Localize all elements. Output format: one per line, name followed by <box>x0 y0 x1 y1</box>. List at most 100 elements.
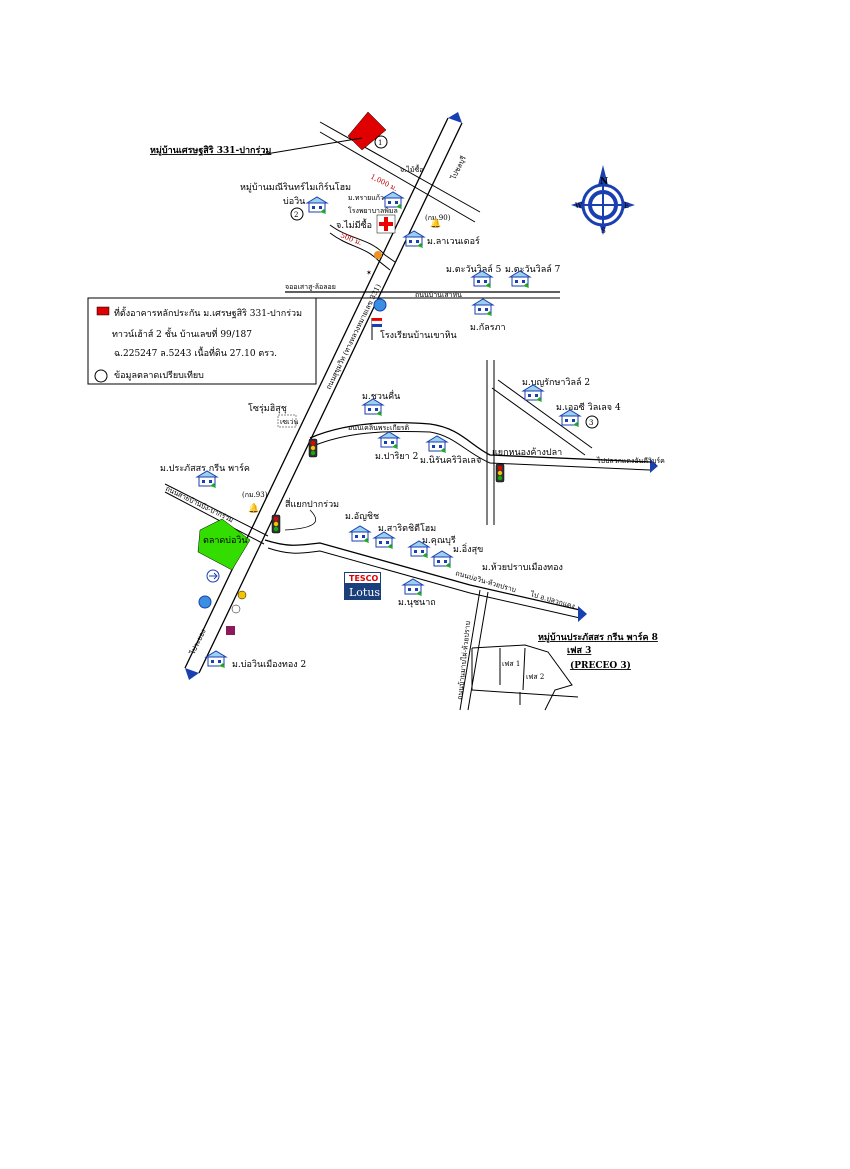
school-badge-icon <box>373 298 387 312</box>
house-icon <box>403 230 425 249</box>
boonrak2-label: ม.บุญรักษาวิลล์ 2 <box>522 376 590 388</box>
yaek-nong-kha-label: แยกหนองค้างปลา <box>492 447 562 458</box>
house-icon <box>373 531 395 550</box>
road-left-branch <box>164 483 269 537</box>
to-rayong-label: ไประยอง <box>187 627 207 656</box>
compass-e: E <box>624 202 629 210</box>
arrow-south-icon <box>185 668 199 680</box>
lavender-label: ม.ลาเวนเดอร์ <box>427 235 480 247</box>
nirankra-label: ม.นิรันคริวิลเลจ <box>420 455 481 466</box>
village-monsin-label: หมู่บ้านมณีรินทร์ไมเกิร์นโฮม <box>240 181 351 193</box>
road-south <box>459 589 481 711</box>
shell-station-icon <box>237 590 247 600</box>
road-nong-kham <box>309 422 651 463</box>
house-icon <box>472 298 494 317</box>
police-label: โซรุ่มฮิสุชุ <box>248 403 287 414</box>
gas-station-icon <box>374 251 382 259</box>
nuchnart-label: ม.นุชนาถ <box>398 598 436 608</box>
bell-icon: 🔔 <box>430 218 441 229</box>
legend: ที่ตั้งอาคารหลักประกัน ม.เศรษฐสิริ 331-ป… <box>87 297 317 385</box>
house-icon <box>426 435 448 454</box>
kantara-label: ม.กัลรภา <box>470 323 506 333</box>
chuankhun-label: ม.ชวนคื่น <box>362 389 400 402</box>
house-icon <box>431 550 453 569</box>
traffic-light-icon <box>308 438 318 458</box>
village-331-label: หมู่บ้านเศรษฐสิริ 331-ปากร่วม <box>150 145 271 156</box>
kucchuri-label: ม.คุณบุรี <box>422 535 456 546</box>
badge-icon <box>198 595 212 609</box>
school-label: โรงเรียนบ้านเขาหิน <box>380 330 457 341</box>
road-east-lower <box>264 539 581 611</box>
main-road-label: ถนนสุขุมวิท (ทางหลวงหมายเลข 331) <box>325 283 383 391</box>
tawan7-label: ม.ตะวันวิลล์ 7 <box>505 263 561 275</box>
tesco-text: TESCO <box>349 574 379 583</box>
tawan5-label: ม.ตะวันวิลล์ 5 <box>446 263 502 275</box>
market-label: ตลาดบ่อวิน <box>203 535 248 546</box>
sanamchai-road-label: จออเสาสู-ล้อลอย <box>285 283 336 291</box>
police-box-icon <box>277 414 297 428</box>
seven-icon <box>231 604 241 614</box>
legend-site-swatch <box>96 306 110 316</box>
site-marker <box>347 111 387 151</box>
huaypra-label: ม.ห้วยปราบเมืองทอง <box>482 562 563 573</box>
south-road-label: ถนนบ้านมาบไผ่-ห้วยปราบ <box>455 621 472 701</box>
compass-w: W <box>575 202 583 210</box>
hospital-label: โรงพยาบาลพิมล <box>348 206 398 215</box>
pracha-park-label: ม.ประภัสสร กรีน พาร์ค <box>160 462 250 474</box>
hospital-icon <box>376 214 396 234</box>
marker-3: 3 <box>589 419 593 427</box>
bo-win-label: บ่อวิน <box>283 196 305 207</box>
phase-layout <box>471 644 579 711</box>
ekachai-road-label: ถนนสายบ้านบึง-ปากร่วม <box>164 484 235 525</box>
road-north-left-2 <box>319 131 476 223</box>
ingsuk-label: ม.อิ่งสุข <box>453 542 483 555</box>
hospital-sub-label: ม.ทรายแก้ว <box>348 194 384 202</box>
phase3-label: เฟส 3 <box>567 645 591 656</box>
house-icon <box>306 196 328 215</box>
traffic-light-icon <box>495 463 505 483</box>
dist-1000-label: 1,000 ม. <box>369 173 399 193</box>
km90-label: (กม.90) <box>425 214 451 222</box>
road-north-left <box>319 121 481 213</box>
km93-label: (กม.93) <box>242 491 268 499</box>
to-pluakdaeng-top-label: ไปปลวกแดงอันคีวิบุร์ค <box>596 456 665 465</box>
legend-line-1: ที่ตั้งอาคารหลักประกัน ม.เศรษฐสิริ 331-ป… <box>114 306 302 319</box>
nong-kham-label: อนนเคลินพระเกียรติ <box>348 424 410 432</box>
anyarin-label: ม.อัญชิช <box>345 511 379 522</box>
legend-circle-icon <box>94 369 108 383</box>
compass-s: S <box>601 227 606 235</box>
pariya2-label: ม.ปาริยา 2 <box>375 451 418 462</box>
bell-icon-2: 🔔 <box>248 503 259 514</box>
ac4-label: ม.เออซี วิลเลจ 4 <box>556 402 621 413</box>
phase2-label: เฟส 2 <box>526 673 544 681</box>
site-number: 1 <box>378 139 382 147</box>
shell-icon: ✶ <box>366 269 372 277</box>
house-icon <box>402 578 424 597</box>
to-chonburi-label: ไปชลบุรี <box>448 154 468 182</box>
praphat8-label: หมู่บ้านประภัสสร กรีน พาร์ค 8 <box>538 631 658 643</box>
house-icon <box>349 525 371 544</box>
legend-line-4: ข้อมูลตลาดเปรียบเทียบ <box>114 370 204 381</box>
tesco-lotus-logo: TESCO Lotus <box>344 572 381 600</box>
site-circle <box>374 135 388 149</box>
preceo3-label: (PRECEO 3) <box>570 660 631 671</box>
banbueng-road-label: ถนนบ้านเสาหิน <box>415 291 462 299</box>
saritsiti-label: ม.สาริตชิตีโฮม <box>378 523 436 534</box>
legend-line-3: ฉ.225247 ล.5243 เนื้อที่ดิน 27.10 ตรว. <box>114 346 277 359</box>
house-icon <box>378 431 400 450</box>
bank-scb-icon <box>226 626 235 635</box>
legend-line-2: ทาวน์เฮ้าส์ 2 ชั้น บ้านเลขที่ 99/187 <box>112 327 252 340</box>
compass-icon: N S E W <box>571 165 635 235</box>
traffic-light-icon <box>271 514 281 534</box>
arrow-east-icon <box>650 459 658 473</box>
soi-2-label: จ.ไม่มีซื้อ <box>336 218 372 231</box>
police-box-text: เซเว่น <box>280 418 298 426</box>
arrow-north-icon <box>448 112 462 123</box>
winding-road <box>329 224 396 263</box>
market-area <box>197 518 251 571</box>
marker-2: 2 <box>294 211 298 219</box>
compass-n: N <box>600 177 608 187</box>
soi-label: จ.ไม้ซื้อ <box>400 163 423 174</box>
flag-icon <box>371 318 383 340</box>
